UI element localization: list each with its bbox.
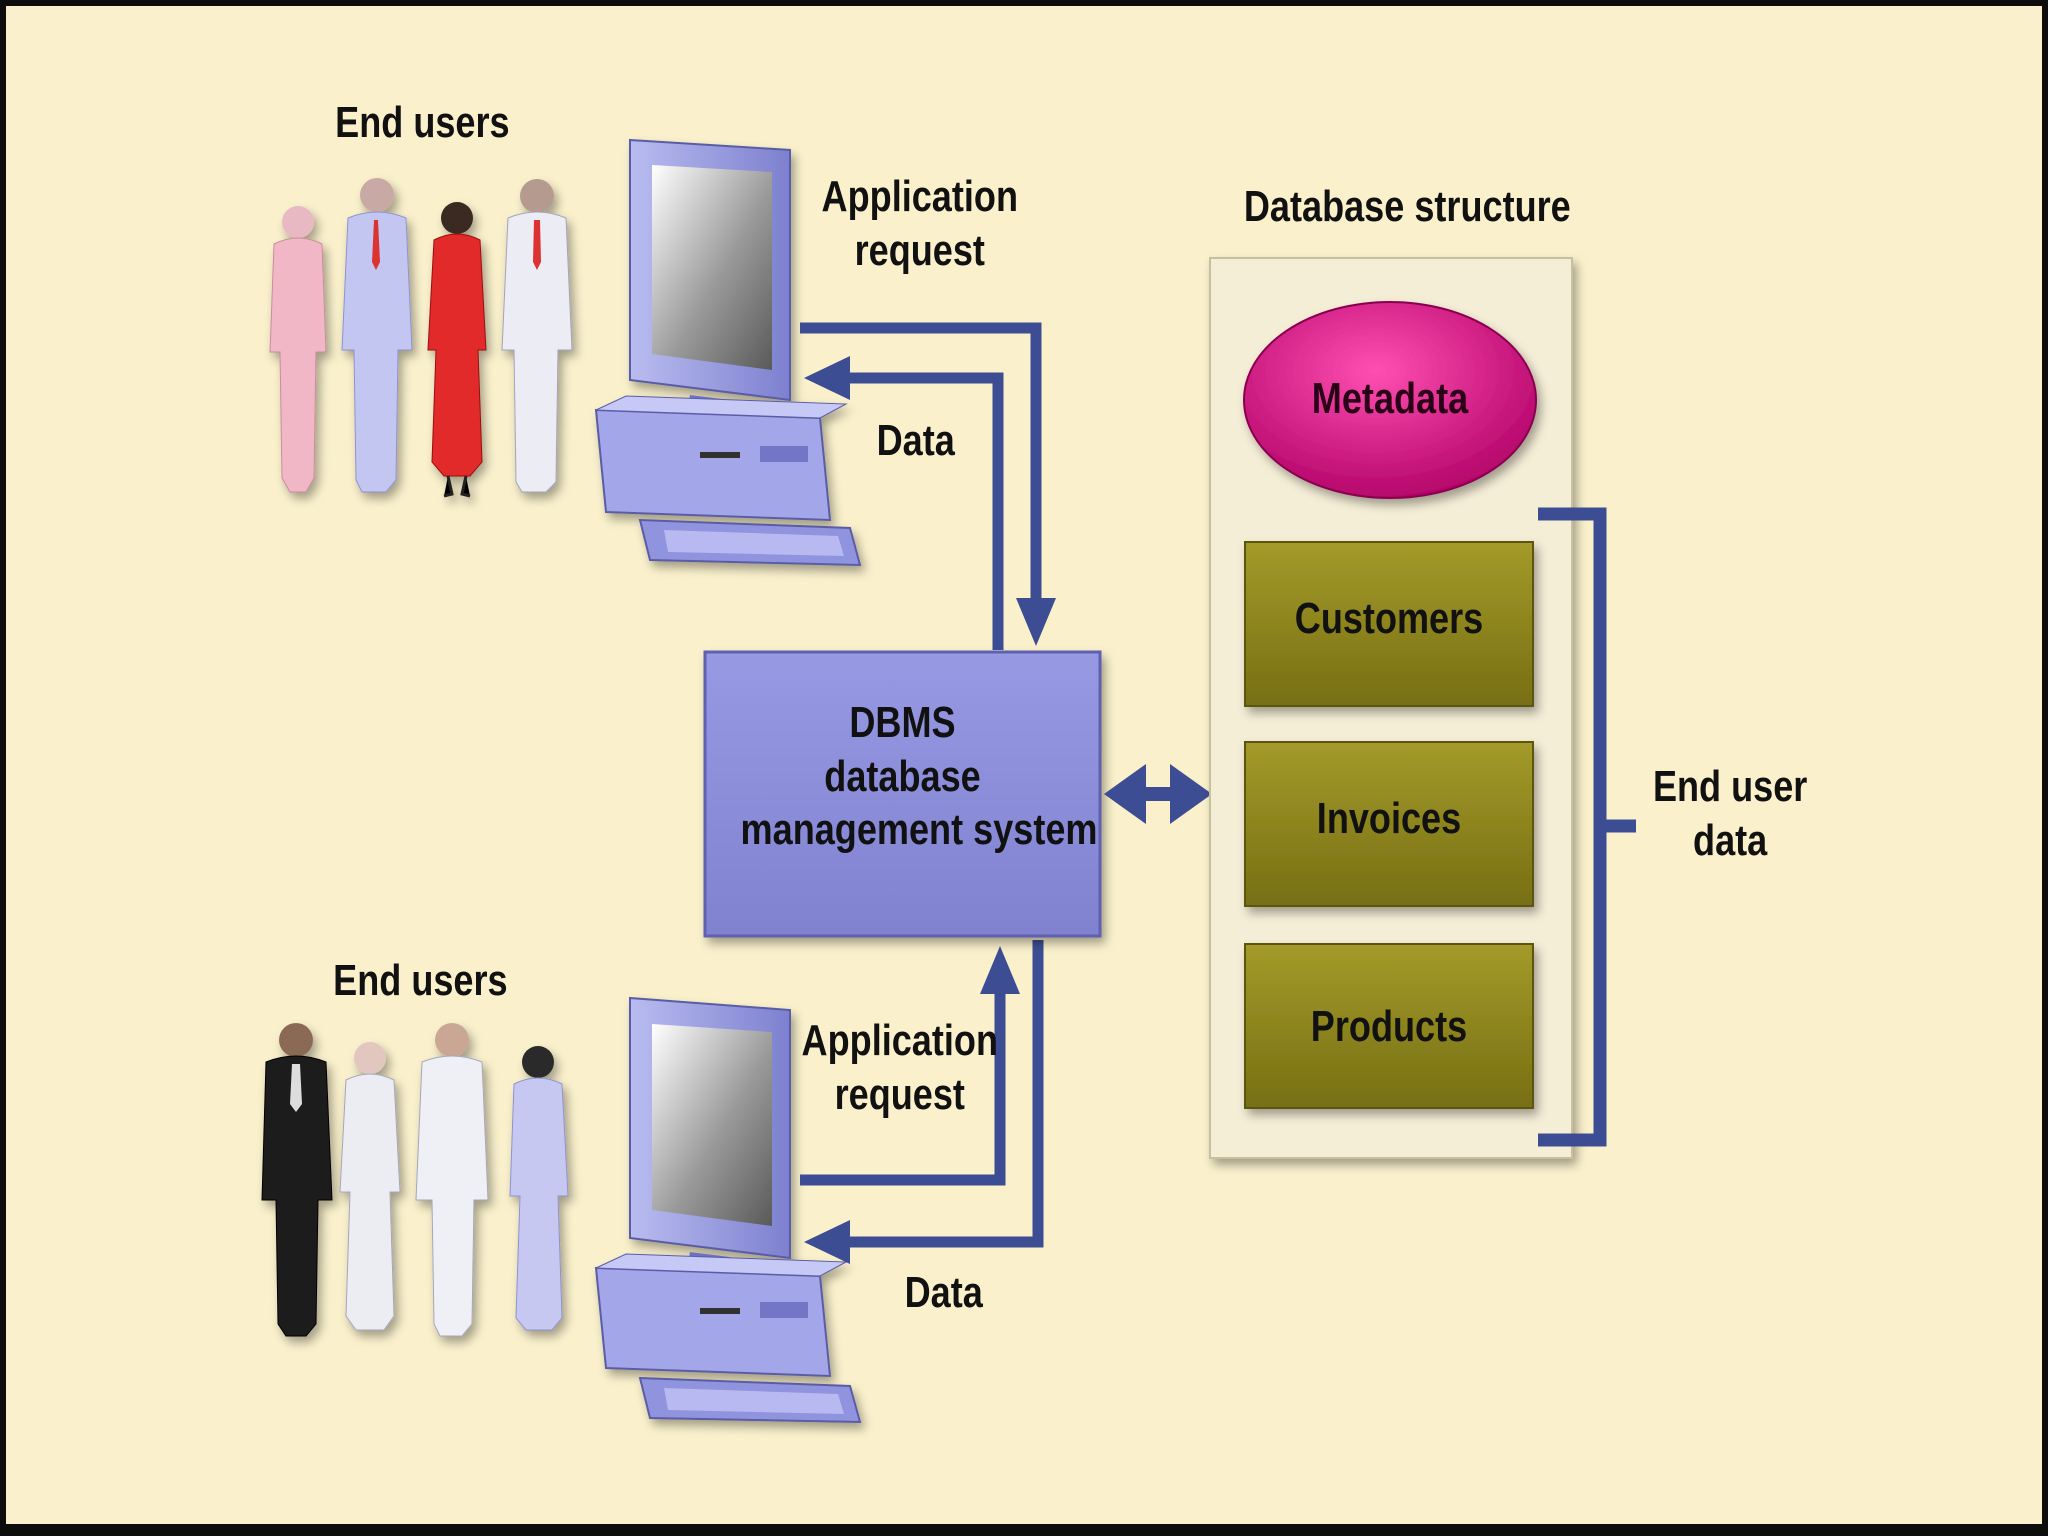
- dbms-box: [703, 650, 1102, 938]
- bottom-end-users-figures: [261, 1023, 569, 1337]
- invoices-table-box: [1244, 741, 1534, 907]
- bottom-data-arrowhead: [804, 1220, 850, 1264]
- bottom-request-arrowhead: [980, 946, 1020, 994]
- customers-label: Customers: [1294, 594, 1484, 643]
- top-request-arrowhead: [1016, 598, 1056, 646]
- bottom-data-label: Data: [904, 1268, 983, 1317]
- customers-table-box: [1244, 541, 1534, 707]
- bottom-request-arrow: [800, 990, 1006, 1186]
- top-end-users-figures: [269, 178, 573, 498]
- top-data-arrow: [846, 372, 1004, 650]
- products-label: Products: [1310, 1002, 1468, 1051]
- top-request-arrow: [800, 322, 1042, 604]
- metadata-ellipse: [1243, 301, 1537, 499]
- metadata-label: Metadata: [1311, 374, 1469, 423]
- top-data-arrowhead: [804, 356, 850, 400]
- bottom-application-request-label: Application request: [801, 1016, 999, 1119]
- dbms-label: DBMS database management system: [740, 698, 1098, 855]
- database-structure-title: Database structure: [1243, 182, 1571, 231]
- top-computer-icon: [594, 138, 862, 567]
- top-end-users-label: End users: [335, 98, 510, 147]
- bottom-end-users-label: End users: [333, 956, 508, 1005]
- products-table-box: [1244, 943, 1534, 1109]
- top-data-label: Data: [876, 416, 955, 465]
- bottom-computer-icon: [594, 996, 862, 1424]
- bottom-data-arrow: [846, 940, 1044, 1248]
- end-user-data-label: End user data: [1652, 762, 1808, 865]
- top-application-request-label: Application request: [821, 172, 1019, 275]
- dbms-database-bidirectional-arrow: [1104, 764, 1212, 824]
- invoices-label: Invoices: [1316, 794, 1462, 843]
- end-user-data-bracket: [1538, 507, 1636, 1147]
